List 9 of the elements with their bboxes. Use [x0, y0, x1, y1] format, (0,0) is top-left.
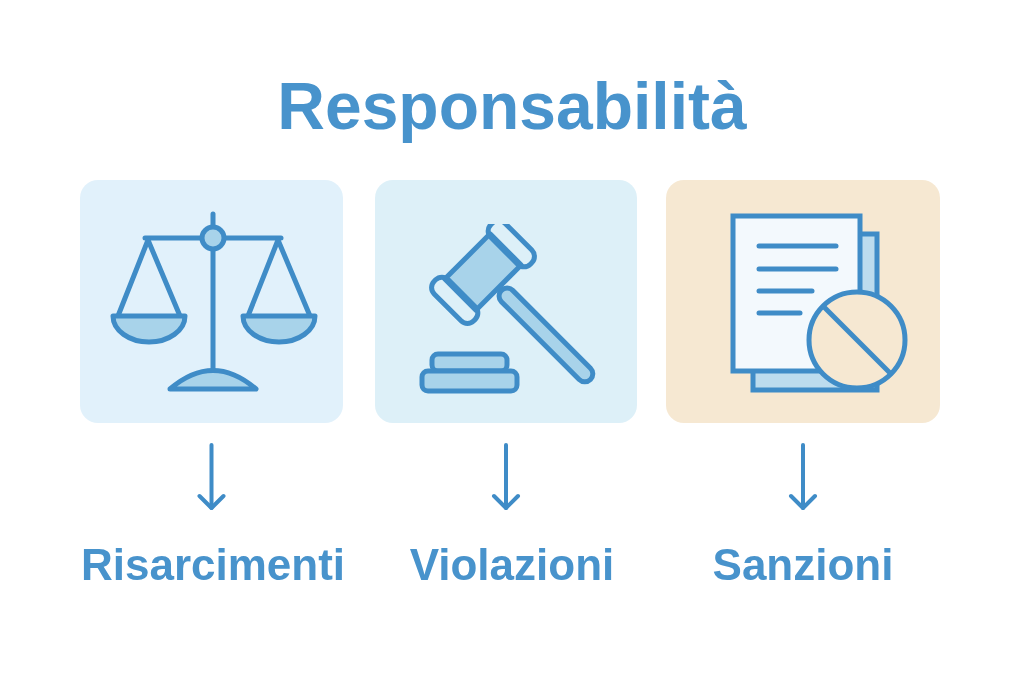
arrow — [197, 443, 226, 510]
icon-tile — [375, 180, 637, 423]
arrow — [492, 443, 520, 510]
category-label: Sanzioni — [712, 543, 894, 587]
category-label: Risarcimenti — [80, 543, 346, 587]
category-label: Violazioni — [409, 543, 615, 587]
icon-tile — [80, 180, 343, 423]
arrow — [789, 443, 817, 510]
icon-tile — [666, 180, 940, 423]
